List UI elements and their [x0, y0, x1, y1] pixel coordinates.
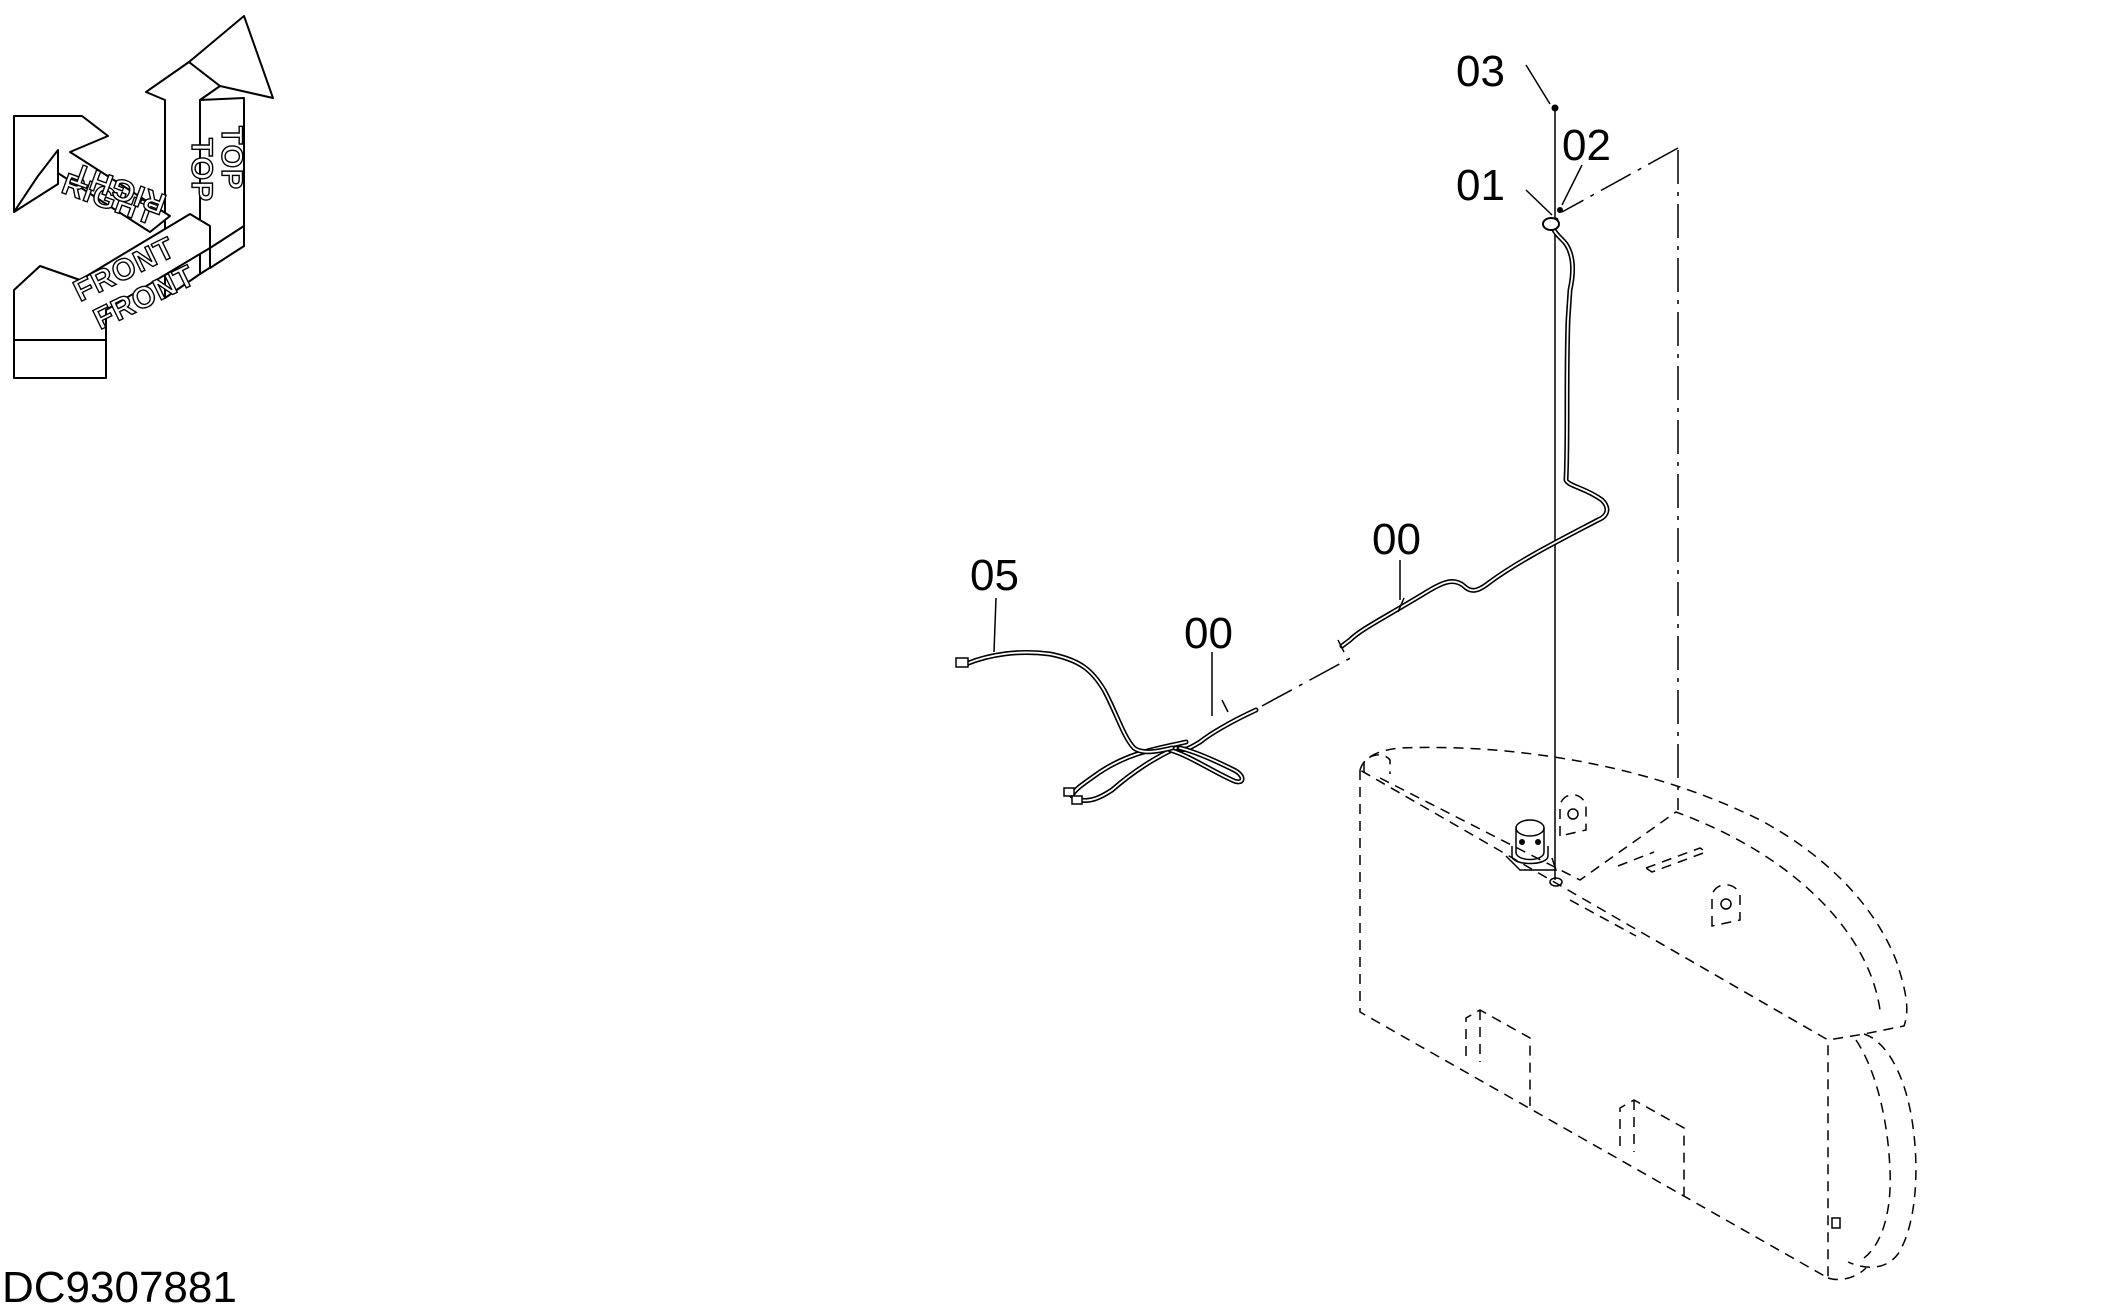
counterweight-rear-curve — [1847, 1033, 1917, 1268]
beacon-light-icon — [1505, 819, 1558, 871]
callout-labels: 03 02 01 00 00 05 — [970, 47, 1611, 658]
mounting-point — [1549, 877, 1563, 887]
phantom-line-cable-extension — [1261, 654, 1357, 707]
connector-bundle-end-2 — [1071, 795, 1083, 805]
fastener-02-point — [1557, 207, 1563, 213]
leader-05 — [993, 597, 997, 653]
lifting-eye-left — [1559, 794, 1587, 837]
harness-bundle-branch-3 — [1167, 745, 1245, 785]
orientation-top-label: TOP — [185, 138, 218, 202]
front-arrow-icon — [13, 213, 245, 379]
leader-02 — [1561, 164, 1583, 206]
ring-terminal — [1542, 217, 1560, 231]
leader-01 — [1525, 189, 1553, 216]
counterweight-top-slot — [1644, 847, 1708, 873]
callout-01: 01 — [1456, 161, 1505, 210]
counterweight-top-left-edge — [1359, 746, 1908, 1041]
leader-03 — [1525, 64, 1551, 105]
harness-branch-05 — [963, 650, 1175, 755]
counterweight-front-face — [1359, 768, 1829, 1280]
orientation-indicator: TOP TOP RIGHT RIGHT FRONT FRONT — [13, 15, 274, 379]
diagram-id: DC9307881 — [2, 1263, 237, 1312]
wiring-harness — [955, 217, 1610, 805]
counterweight-notch-left — [1465, 1009, 1531, 1106]
phantom-line-top-diagonal — [1561, 147, 1679, 213]
right-arrow-icon — [13, 115, 171, 233]
orientation-top-label-mirror: TOP — [215, 126, 248, 190]
connector-bundle-end-1 — [1063, 787, 1075, 797]
counterweight-marker — [1831, 1217, 1841, 1229]
callout-03: 03 — [1456, 47, 1505, 96]
callout-05: 05 — [970, 551, 1019, 600]
counterweight-top-inner-edge — [1379, 777, 1881, 1011]
counterweight-notch-right — [1619, 1099, 1685, 1196]
callout-00-upper: 00 — [1372, 515, 1421, 564]
counterweight — [1359, 746, 1917, 1281]
callout-02: 02 — [1562, 121, 1611, 170]
fastener-03-point — [1551, 104, 1559, 112]
lifting-eye-right — [1711, 884, 1741, 927]
reference-lines — [1261, 64, 1679, 880]
connector-05-end — [955, 657, 969, 668]
callout-00-lower: 00 — [1184, 609, 1233, 658]
counterweight-tab-left — [1363, 754, 1391, 774]
